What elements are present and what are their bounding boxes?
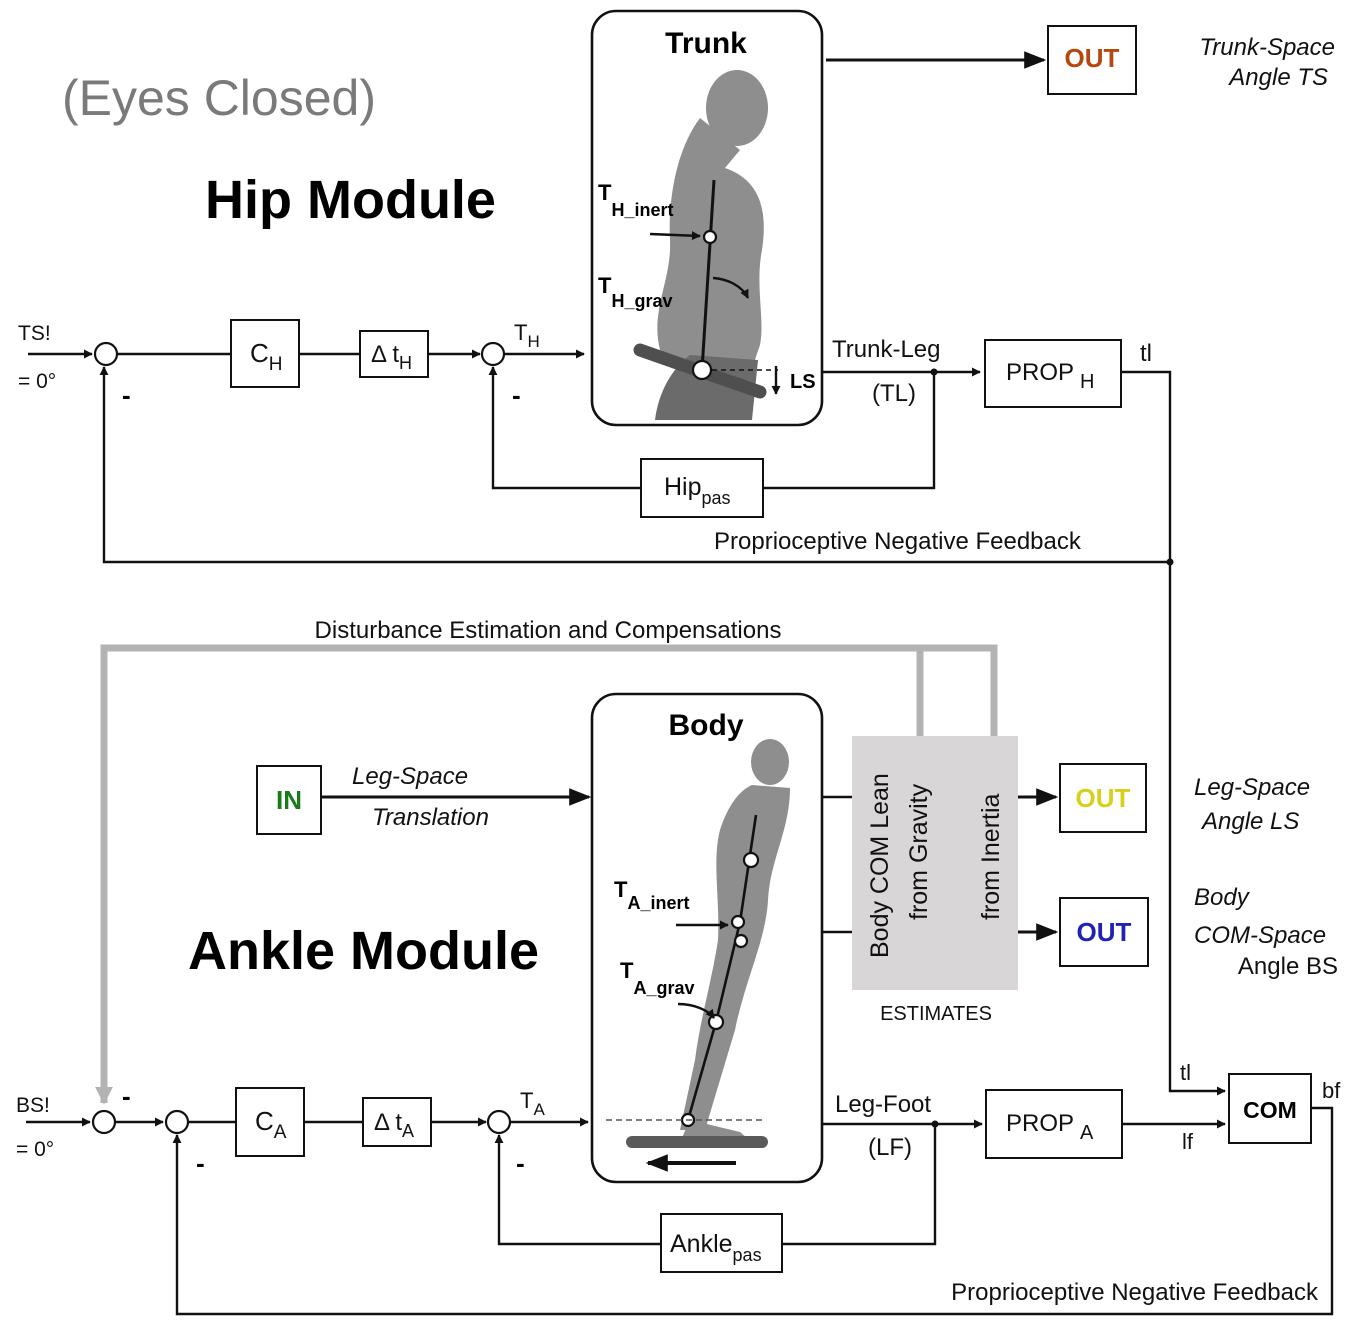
bf-label: bf bbox=[1322, 1078, 1341, 1103]
out-ls-box bbox=[1059, 763, 1147, 833]
estimates-caption: ESTIMATES bbox=[880, 1003, 992, 1025]
hip-minus-2: - bbox=[512, 380, 521, 410]
body-silhouette bbox=[626, 739, 790, 1148]
ankle-module-heading: Ankle Module bbox=[188, 921, 539, 981]
hip-torque-label: TH bbox=[514, 320, 540, 351]
ankle-feedback-label: Proprioceptive Negative Feedback bbox=[951, 1279, 1319, 1306]
body-hip-marker bbox=[733, 933, 749, 949]
ankle-sum-junction-3 bbox=[486, 1109, 512, 1135]
body-box-title: Body bbox=[669, 709, 744, 742]
trunk-inertial-arrow bbox=[649, 231, 701, 241]
body-inert-label: TA_inert bbox=[614, 877, 689, 913]
in-box bbox=[256, 765, 322, 835]
estimates-line-1: Body COM Lean bbox=[866, 773, 894, 958]
ankle-minus-2: - bbox=[196, 1148, 205, 1178]
hip-minus-1: - bbox=[122, 380, 131, 410]
trunk-leg-label: Trunk-Leg bbox=[832, 336, 941, 363]
com-box bbox=[1228, 1073, 1312, 1144]
ankle-delay-box bbox=[362, 1097, 432, 1147]
prop-h-box bbox=[984, 339, 1122, 408]
ankle-sum-junction-2 bbox=[164, 1109, 190, 1135]
tl-input-label: tl bbox=[1180, 1060, 1191, 1085]
in-caption-2: Translation bbox=[372, 804, 489, 831]
body-grav-label: TA_grav bbox=[620, 958, 694, 998]
hip-input-value: = 0° bbox=[18, 370, 56, 393]
hip-passive-line-right bbox=[763, 372, 936, 490]
hip-passive-line-left bbox=[488, 366, 641, 490]
body-segment-line bbox=[686, 814, 758, 1121]
ankle-passive-line-left bbox=[494, 1134, 661, 1246]
hip-controller-label: CH bbox=[250, 338, 283, 375]
leg-foot-label: Leg-Foot bbox=[835, 1091, 931, 1118]
trunk-gravity-arrow bbox=[712, 276, 750, 299]
ankle-passive-line-right bbox=[782, 1124, 937, 1246]
hip-sum-junction-2 bbox=[480, 341, 506, 367]
disturbance-compensation-line bbox=[95, 644, 998, 1105]
hip-feedback-label: Proprioceptive Negative Feedback bbox=[714, 528, 1082, 555]
in-caption-1: Leg-Space bbox=[352, 763, 468, 790]
trunk-out-label: OUT bbox=[1065, 43, 1120, 73]
hip-delay-label: Δ tH bbox=[371, 341, 412, 373]
ankle-passive-box bbox=[660, 1213, 783, 1273]
out-bs-label: OUT bbox=[1077, 917, 1132, 947]
trunk-com-marker bbox=[702, 229, 718, 245]
ankle-minus-1: - bbox=[122, 1081, 131, 1111]
body-leg-com-marker bbox=[707, 1013, 725, 1031]
out-bs-box bbox=[1059, 897, 1149, 967]
ankle-controller-label: CA bbox=[255, 1106, 287, 1143]
leg-foot-abbr: (LF) bbox=[868, 1134, 912, 1161]
body-gravity-arrow bbox=[677, 1002, 715, 1019]
trunk-out-box bbox=[1047, 25, 1137, 95]
trunk-box-title: Trunk bbox=[665, 27, 747, 60]
out-ls-caption-2: Angle LS bbox=[1200, 808, 1299, 835]
ankle-delay-label: Δ tA bbox=[374, 1109, 414, 1141]
hip-sum-junction-1 bbox=[93, 341, 119, 367]
out-ls-label: OUT bbox=[1076, 783, 1131, 813]
trunk-grav-label: TH_grav bbox=[598, 273, 672, 311]
ankle-controller-box bbox=[235, 1087, 305, 1157]
hip-input-label: TS! bbox=[18, 322, 51, 345]
ankle-input-value: = 0° bbox=[16, 1138, 54, 1161]
ankle-sum-junction-1 bbox=[91, 1109, 117, 1135]
ankle-torque-label: TA bbox=[520, 1088, 545, 1119]
disturbance-label: Disturbance Estimation and Compensations bbox=[315, 617, 782, 644]
in-label: IN bbox=[276, 785, 302, 815]
prop-h-output-label: tl bbox=[1140, 340, 1152, 367]
trunk-segment-line bbox=[700, 179, 716, 371]
out-bs-caption-1: Body bbox=[1194, 884, 1251, 911]
diagram-title: (Eyes Closed) bbox=[62, 70, 376, 126]
out-bs-caption-3: Angle BS bbox=[1238, 953, 1338, 980]
ankle-minus-3: - bbox=[516, 1148, 525, 1178]
trunk-inert-label: TH_inert bbox=[598, 180, 673, 220]
hip-passive-label: Hippas bbox=[664, 473, 731, 508]
com-label: COM bbox=[1243, 1097, 1297, 1123]
hip-feedback-line bbox=[99, 366, 1170, 564]
hip-joint-marker bbox=[691, 359, 713, 381]
estimates-line-3: from Inertia bbox=[977, 793, 1005, 920]
trunk-leg-abbr: (TL) bbox=[872, 380, 916, 407]
body-upper-com-marker bbox=[742, 851, 760, 869]
ankle-input-label: BS! bbox=[16, 1094, 50, 1117]
ankle-passive-label: Anklepas bbox=[670, 1230, 762, 1265]
body-com-marker bbox=[730, 914, 746, 930]
trunk-out-caption-2: Angle TS bbox=[1227, 64, 1328, 91]
trunk-out-caption-1: Trunk-Space bbox=[1199, 34, 1335, 61]
estimates-line-2: from Gravity bbox=[905, 783, 933, 920]
hip-module-heading: Hip Module bbox=[205, 170, 496, 230]
lf-label: lf bbox=[1182, 1129, 1194, 1154]
out-ls-caption-1: Leg-Space bbox=[1194, 774, 1310, 801]
out-bs-caption-2: COM-Space bbox=[1194, 922, 1326, 949]
ankle-feedback-line bbox=[172, 1106, 1334, 1316]
tl-to-com-line bbox=[1121, 370, 1226, 1096]
estimates-box bbox=[852, 736, 1018, 990]
prop-a-box bbox=[985, 1089, 1123, 1159]
ls-label: LS bbox=[790, 371, 816, 393]
hip-delay-box bbox=[359, 330, 429, 378]
